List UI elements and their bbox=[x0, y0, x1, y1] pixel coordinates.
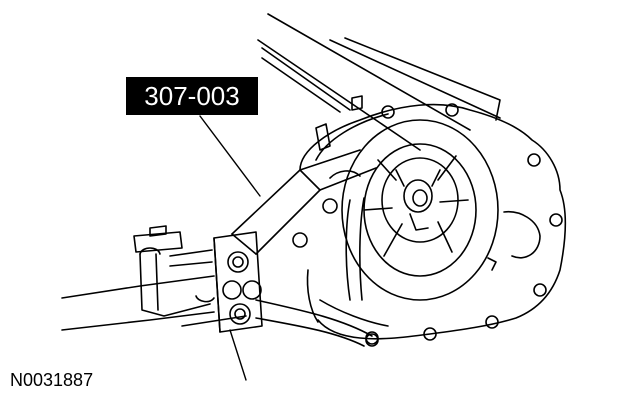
figure-id-label: N0031887 bbox=[10, 370, 94, 390]
special-tool-callout: 307-003 bbox=[126, 77, 258, 115]
tool-mounting-plate bbox=[213, 231, 263, 333]
lift-arm bbox=[61, 225, 247, 331]
leader-lines bbox=[199, 115, 261, 381]
mount-blocks bbox=[315, 95, 363, 151]
vehicle-body-outline bbox=[257, 13, 501, 151]
support-bracket bbox=[231, 149, 379, 347]
transmission-housing bbox=[292, 103, 567, 345]
